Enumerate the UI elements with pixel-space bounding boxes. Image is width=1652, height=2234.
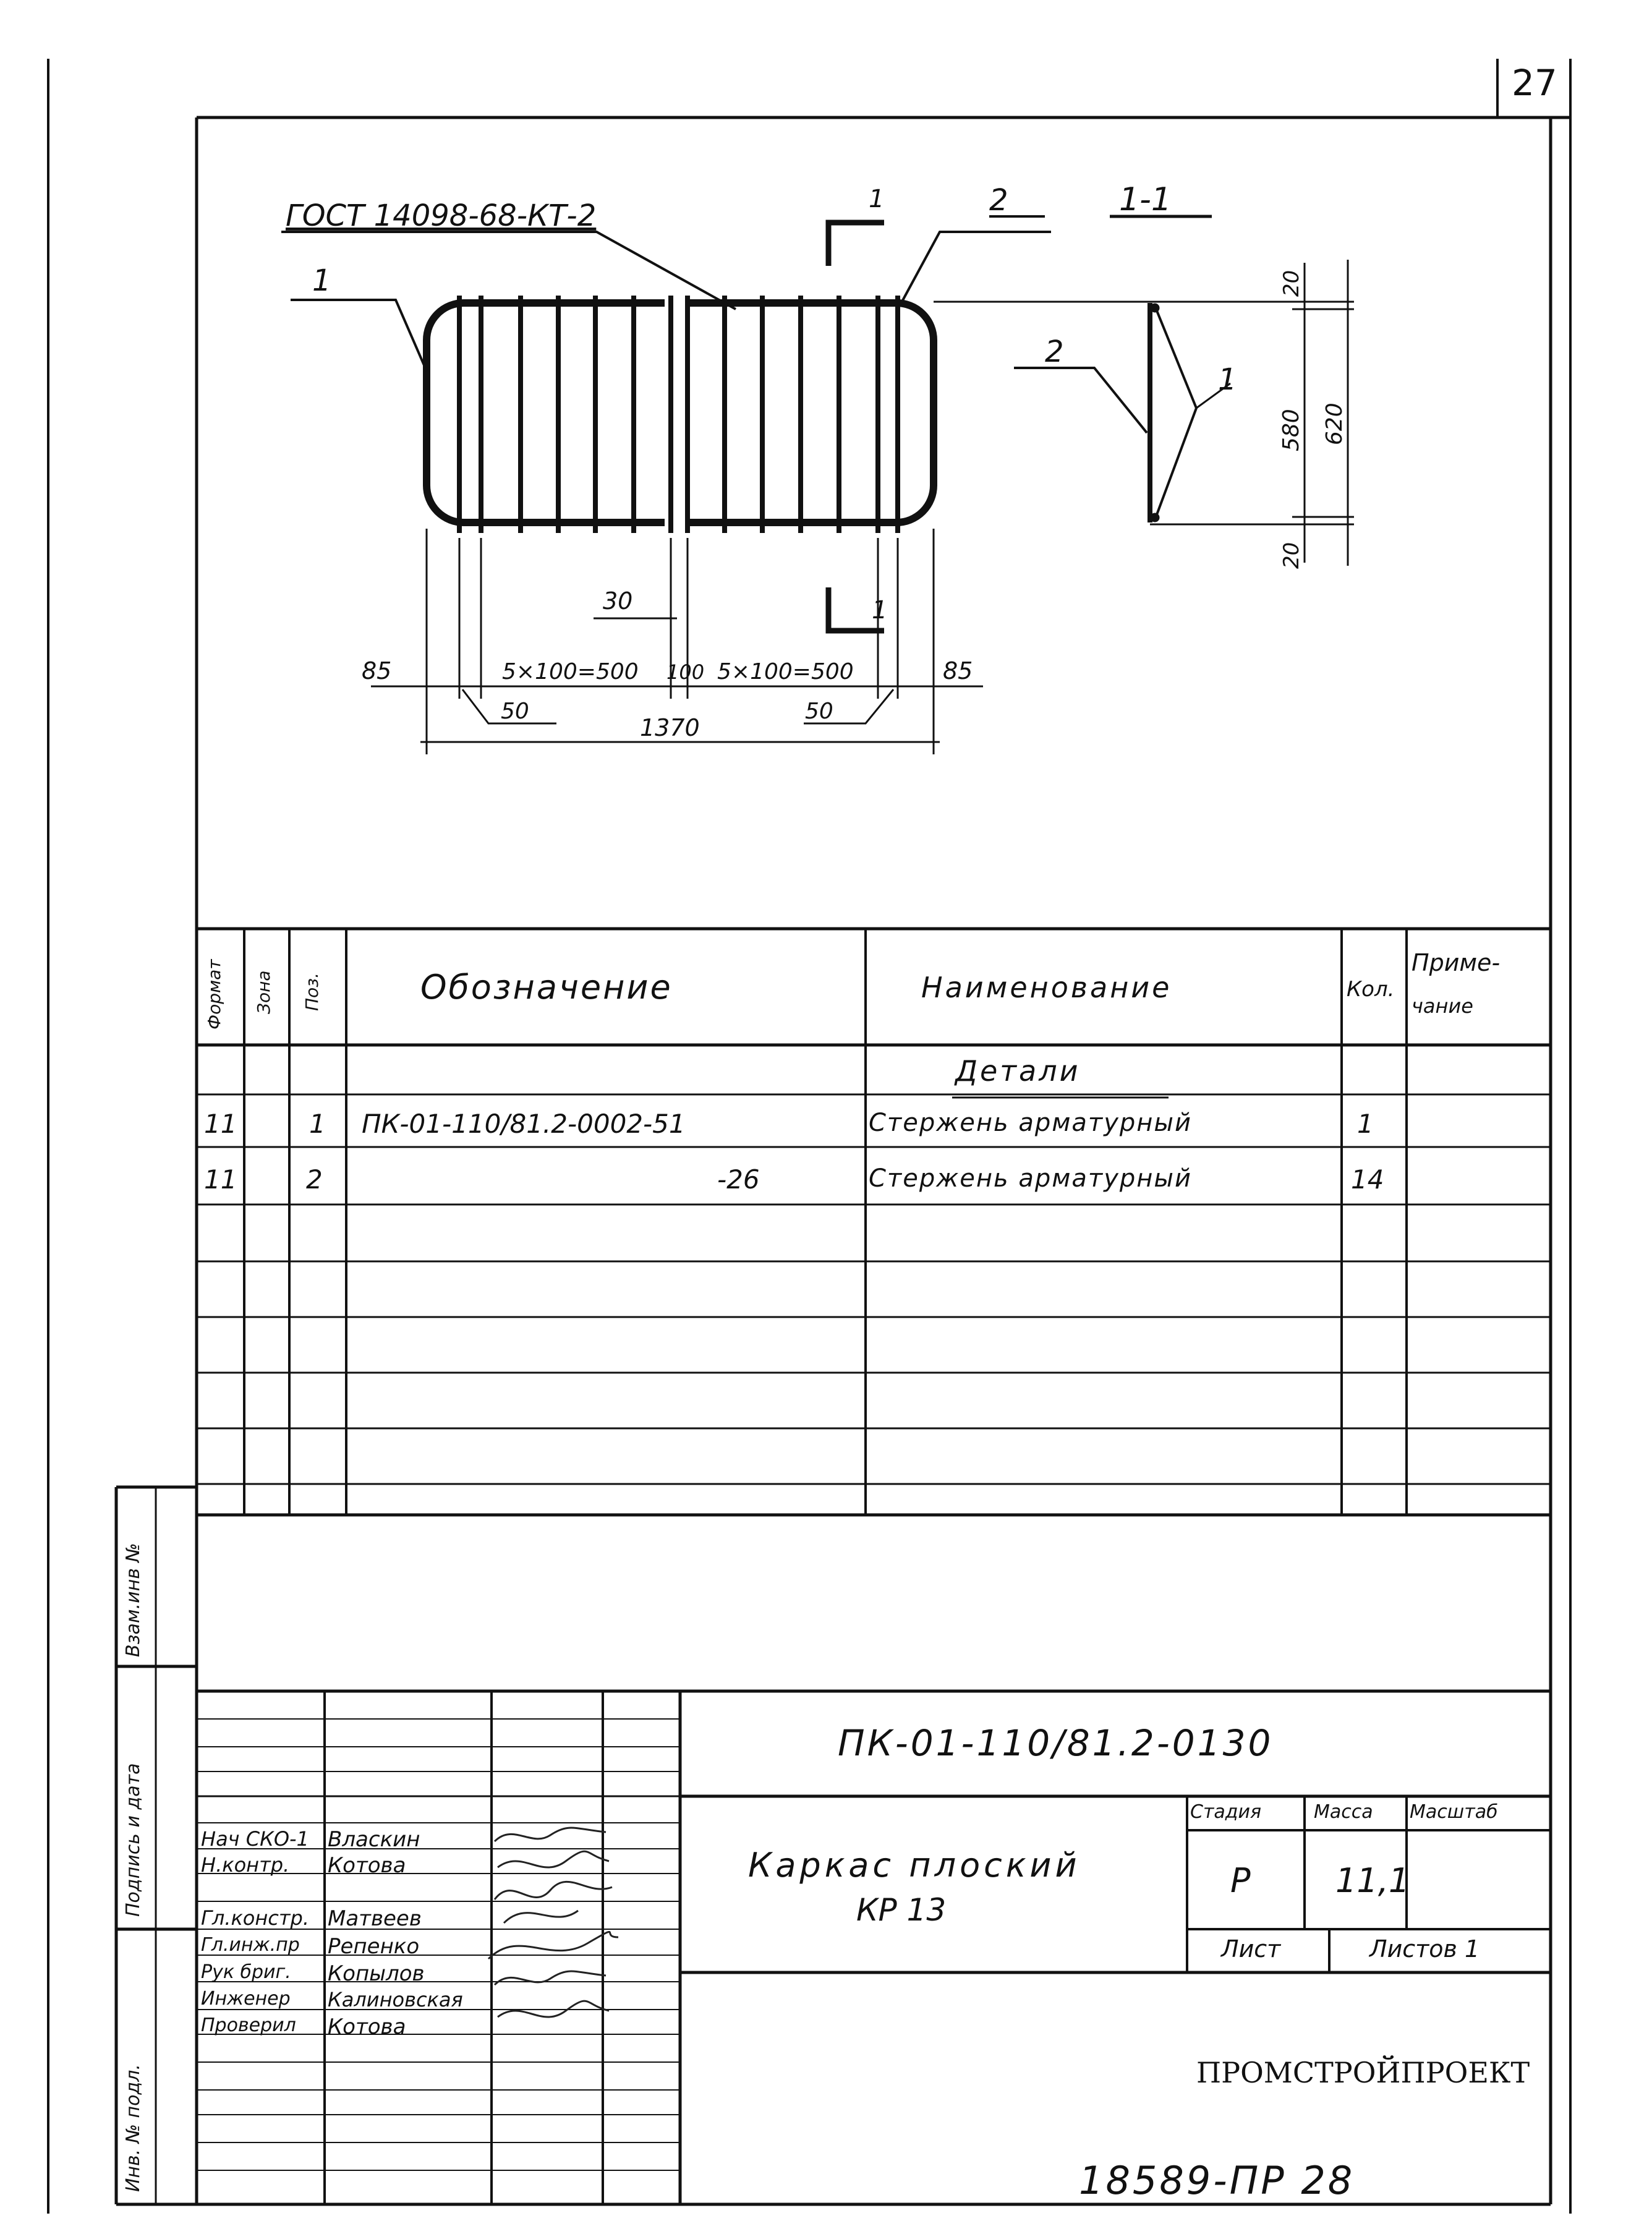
dim-50-left: 50 xyxy=(501,699,529,724)
sig-role-7: Проверил xyxy=(201,2014,296,2036)
reinforcement-drawing: ГОСТ 14098-68-КТ-2 1 2 1 1 1-1 2 1 85 5×… xyxy=(281,181,1354,754)
stage-label: Стадия xyxy=(1190,1801,1262,1823)
section-label-details: Детали xyxy=(955,1054,1081,1088)
dim-total: 1370 xyxy=(640,714,700,741)
dim-580: 580 xyxy=(1279,409,1304,451)
scale-label: Масштаб xyxy=(1410,1801,1498,1823)
mass-value: 11,1 xyxy=(1335,1861,1410,1900)
dim-right-500: 5×100=500 xyxy=(717,659,854,684)
row1-format: 11 xyxy=(204,1109,237,1139)
organization: ПРОМСТРОЙПРОЕКТ xyxy=(1196,2056,1530,2089)
sheets-label: Листов 1 xyxy=(1369,1935,1480,1963)
row1-name: Стержень арматурный xyxy=(869,1109,1192,1137)
title-line1: Каркас плоский xyxy=(748,1846,1081,1885)
sig-role-6: Инженер xyxy=(201,1988,291,2010)
sig-role-2: Н.контр. xyxy=(201,1853,290,1877)
gost-callout: ГОСТ 14098-68-КТ-2 xyxy=(286,198,596,233)
row2-format: 11 xyxy=(204,1164,237,1195)
dim-50-right: 50 xyxy=(805,699,833,724)
section-mark-bottom: 1 xyxy=(872,596,887,625)
dim-620: 620 xyxy=(1322,403,1347,445)
header-note-1: Приме- xyxy=(1411,949,1501,976)
header-name: Наименование xyxy=(921,971,1172,1004)
row2-designation: -26 xyxy=(717,1164,760,1195)
header-qty: Кол. xyxy=(1347,977,1395,1002)
sig-name-7: Котова xyxy=(328,2014,406,2039)
doc-code: ПК-01-110/81.2-0130 xyxy=(838,1722,1274,1764)
row1-qty: 1 xyxy=(1357,1109,1374,1139)
dim-30: 30 xyxy=(603,587,632,615)
sig-name-1: Власкин xyxy=(328,1827,420,1852)
vertical-bars xyxy=(457,296,900,533)
sig-name-5: Копылов xyxy=(328,1961,425,1986)
title-line2: КР 13 xyxy=(856,1892,947,1928)
header-note-2: чание xyxy=(1411,994,1473,1018)
mass-label: Масса xyxy=(1314,1801,1373,1823)
sig-name-4: Репенко xyxy=(328,1934,420,1959)
pos-1-label: 1 xyxy=(312,263,331,298)
sig-name-2: Котова xyxy=(328,1853,406,1878)
pos-2-label: 2 xyxy=(989,183,1008,218)
row1-designation: ПК-01-110/81.2-0002-51 xyxy=(362,1109,686,1139)
sig-role-3: Гл.констр. xyxy=(201,1906,309,1930)
sheet-label: Лист xyxy=(1221,1935,1281,1963)
row1-pos: 1 xyxy=(309,1109,326,1139)
section-title: 1-1 xyxy=(1119,181,1172,218)
dim-100: 100 xyxy=(666,660,704,684)
sig-role-1: Нач СКО-1 xyxy=(201,1827,309,1851)
signatures-scribbles xyxy=(487,1827,619,2018)
row2-pos: 2 xyxy=(306,1164,323,1195)
dim-left-500: 5×100=500 xyxy=(502,659,639,684)
dim-20-top: 20 xyxy=(1279,270,1304,297)
page-number: 27 xyxy=(1512,62,1557,104)
dim-20-bottom: 20 xyxy=(1279,542,1304,569)
section-pos-1: 1 xyxy=(1218,362,1237,397)
bottom-stamp: 18589-ПР 28 xyxy=(1079,2158,1355,2203)
row2-name: Стержень арматурный xyxy=(869,1164,1192,1193)
sig-role-5: Рук бриг. xyxy=(201,1961,291,1983)
dim-85-right: 85 xyxy=(943,657,973,684)
sig-name-6: Калиновская xyxy=(328,1988,463,2011)
sig-role-4: Гл.инж.пр xyxy=(201,1934,300,1956)
sig-name-3: Матвеев xyxy=(328,1906,422,1931)
header-designation: Обозначение xyxy=(420,968,673,1007)
section-mark-top: 1 xyxy=(869,185,884,213)
row2-qty: 14 xyxy=(1351,1164,1384,1195)
dim-85-left: 85 xyxy=(362,657,391,684)
stage-value: Р xyxy=(1230,1861,1251,1900)
section-pos-2: 2 xyxy=(1045,335,1064,369)
